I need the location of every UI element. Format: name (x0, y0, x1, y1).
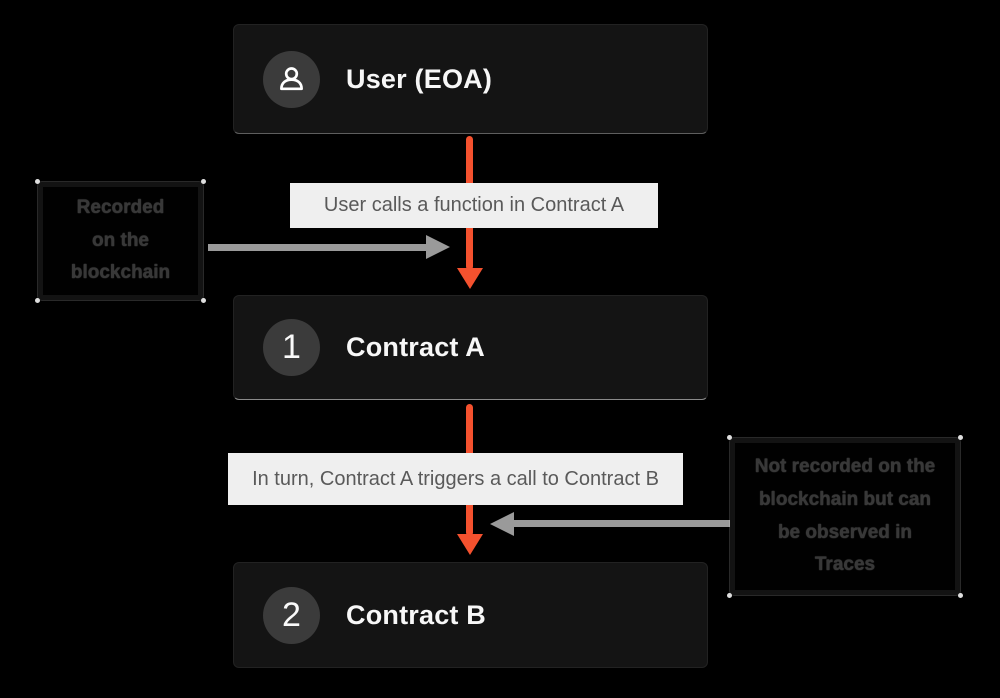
note-line: be observed in (777, 521, 913, 543)
gray-arrow-left-line (208, 244, 430, 251)
node-contract-a-title: Contract A (346, 332, 486, 362)
note-line: blockchain but can (758, 488, 932, 510)
arrow-user-to-contract-a-head (457, 268, 483, 289)
node-contract-b: 2 Contract B (233, 562, 708, 668)
note-line: blockchain (70, 262, 171, 284)
note-line: Not recorded on the (754, 456, 936, 478)
node-user-title: User (EOA) (346, 63, 493, 94)
user-avatar (263, 50, 320, 108)
gray-arrow-right-head (490, 512, 514, 536)
note-line: Traces (814, 554, 876, 576)
flow-label-call-1: User calls a function in Contract A (290, 183, 658, 228)
gray-arrow-right-line (512, 520, 730, 527)
gray-arrow-left-head (426, 235, 450, 259)
note-recorded-on-blockchain: Recorded on the blockchain (35, 179, 203, 300)
flow-label-call-2: In turn, Contract A triggers a call to C… (228, 453, 683, 505)
arrow-contract-a-to-b-head (457, 534, 483, 555)
node-user-eoa: User (EOA) (233, 24, 708, 134)
contract-b-badge: 2 (263, 586, 320, 644)
user-icon (276, 64, 307, 95)
node-contract-a: 1 Contract A (233, 295, 708, 400)
contract-a-badge: 1 (263, 319, 320, 376)
contract-b-number: 2 (282, 595, 301, 634)
note-line: Recorded (76, 196, 165, 218)
note-line: on the (92, 229, 149, 251)
contract-a-number: 1 (282, 328, 301, 366)
note-not-recorded-traces: Not recorded on the blockchain but can b… (727, 435, 960, 595)
node-contract-b-title: Contract B (346, 599, 487, 630)
